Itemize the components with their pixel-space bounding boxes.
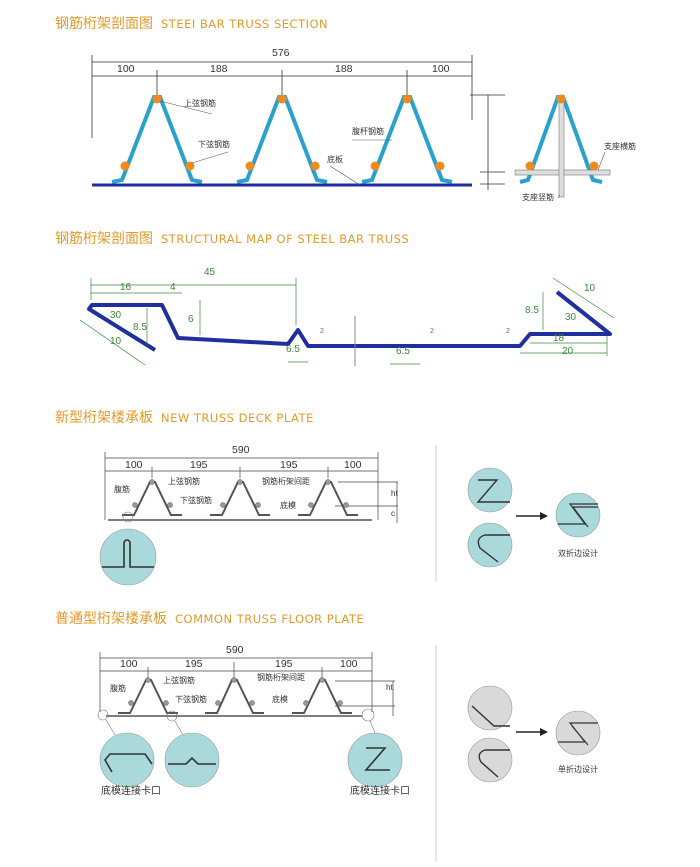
dim-45: 45 [204, 267, 216, 278]
dim-total: 590 [232, 444, 250, 456]
chord-nodes [132, 479, 349, 508]
dim-10: 10 [584, 283, 596, 294]
label-support-h: 支座横筋 [604, 141, 636, 151]
dim-span: 100 [432, 63, 450, 75]
label-spacing: 钢筋桁架间距 [257, 672, 305, 682]
label-joint-right: 底模连接卡口 [350, 784, 410, 797]
dim-6-5: 6.5 [396, 346, 410, 357]
label-bottom-chord: 下弦钢筋 [175, 694, 207, 704]
label-web: 腹筋 [114, 484, 130, 494]
new-deck-dimensions [104, 452, 398, 523]
dim-8-5: 8.5 [525, 305, 539, 316]
dim-6: 6 [188, 314, 194, 325]
dim-30: 30 [565, 312, 577, 323]
detail-circle-hook [467, 522, 513, 568]
label-top-chord: 上弦钢筋 [163, 675, 195, 685]
label-top-chord: 上弦钢筋 [184, 98, 216, 108]
label-joint-left: 底模连接卡口 [101, 784, 161, 797]
dim-8-5: 8.5 [133, 322, 147, 333]
dim-total: 576 [272, 47, 290, 59]
detail-circle-single-b [467, 737, 513, 783]
dim-2: 2 [430, 328, 434, 335]
label-bottom-chord: 下弦钢筋 [198, 139, 230, 149]
dim-total: 590 [226, 644, 244, 656]
detail-circle-seam [99, 528, 157, 586]
label-ht: ht [386, 683, 393, 692]
dim-span: 195 [190, 459, 208, 471]
dim-span: 100 [120, 658, 138, 670]
deck-profile [87, 290, 612, 352]
dim-20: 20 [562, 346, 574, 357]
dim-span: 195 [280, 459, 298, 471]
detail-circle-z [467, 467, 513, 513]
new-deck-trusses [122, 481, 358, 516]
label-c: c [391, 509, 395, 518]
label-double-fold-design: 双折边设计 [558, 548, 598, 558]
steel-bar-truss-section [91, 55, 505, 190]
label-top-chord: 上弦钢筋 [168, 476, 200, 486]
detail-circle-single-a [467, 685, 513, 731]
label-single-fold-design: 单折边设计 [558, 764, 598, 774]
label-web: 腹杆钢筋 [352, 126, 384, 136]
dim-30: 30 [110, 310, 122, 321]
dim-16: 16 [120, 282, 132, 293]
dim-2: 2 [506, 328, 510, 335]
dim-span: 100 [117, 63, 135, 75]
dim-span: 100 [340, 658, 358, 670]
label-base-plate: 底板 [327, 154, 343, 164]
label-spacing: 钢筋桁架间距 [262, 476, 310, 486]
leader-lines [159, 100, 606, 199]
dim-10: 10 [110, 336, 122, 347]
detail-circle-rib [164, 732, 220, 788]
dim-18: 18 [553, 333, 565, 344]
support-vertical-bar [558, 96, 565, 198]
dim-4: 4 [170, 282, 176, 293]
common-deck-trusses [118, 679, 352, 714]
dim-span: 195 [275, 658, 293, 670]
dim-span: 188 [210, 63, 228, 75]
dim-2: 2 [320, 328, 324, 335]
chord-nodes [128, 677, 343, 706]
dim-span: 100 [125, 459, 143, 471]
detail-circle-joint-left [99, 732, 155, 788]
dim-span: 188 [335, 63, 353, 75]
dim-span: 100 [344, 459, 362, 471]
label-support-v: 支座竖筋 [522, 192, 554, 202]
label-bottom-form: 底模 [280, 500, 296, 510]
dim-span: 195 [185, 658, 203, 670]
label-web: 腹筋 [110, 683, 126, 693]
label-bottom-chord: 下弦钢筋 [180, 495, 212, 505]
label-bottom-form: 底模 [272, 694, 288, 704]
dimension-lines [79, 277, 615, 366]
dim-6-5: 6.5 [286, 344, 300, 355]
label-ht: ht [391, 489, 398, 498]
chord-nodes [120, 94, 599, 171]
common-deck-dimensions [99, 652, 395, 716]
